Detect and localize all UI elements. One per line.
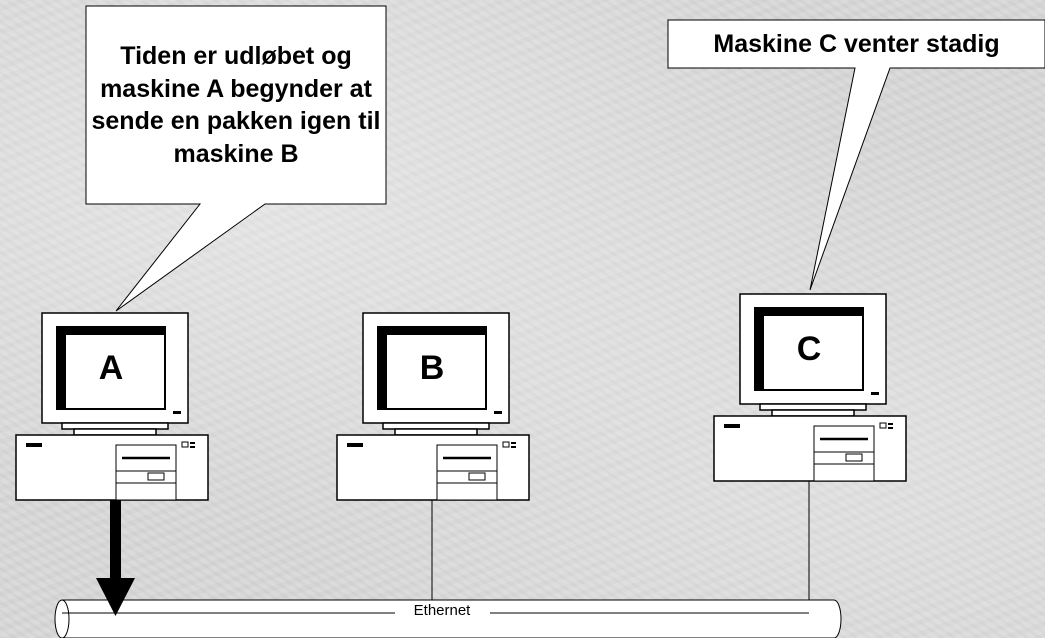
callout-c-text: Maskine C venter stadig	[713, 29, 1000, 58]
callout-a	[85, 5, 387, 312]
callout-a-text: Tiden er udløbet og maskine A begynder a…	[91, 42, 381, 168]
computer-c-label: C	[796, 329, 822, 368]
computer-b-label: B	[419, 348, 445, 387]
transmission-arrow	[96, 500, 135, 616]
ethernet-label: Ethernet	[413, 602, 471, 619]
callout-c	[667, 19, 1045, 291]
computer-a-label: A	[98, 348, 124, 387]
ethernet-cable	[54, 599, 842, 638]
